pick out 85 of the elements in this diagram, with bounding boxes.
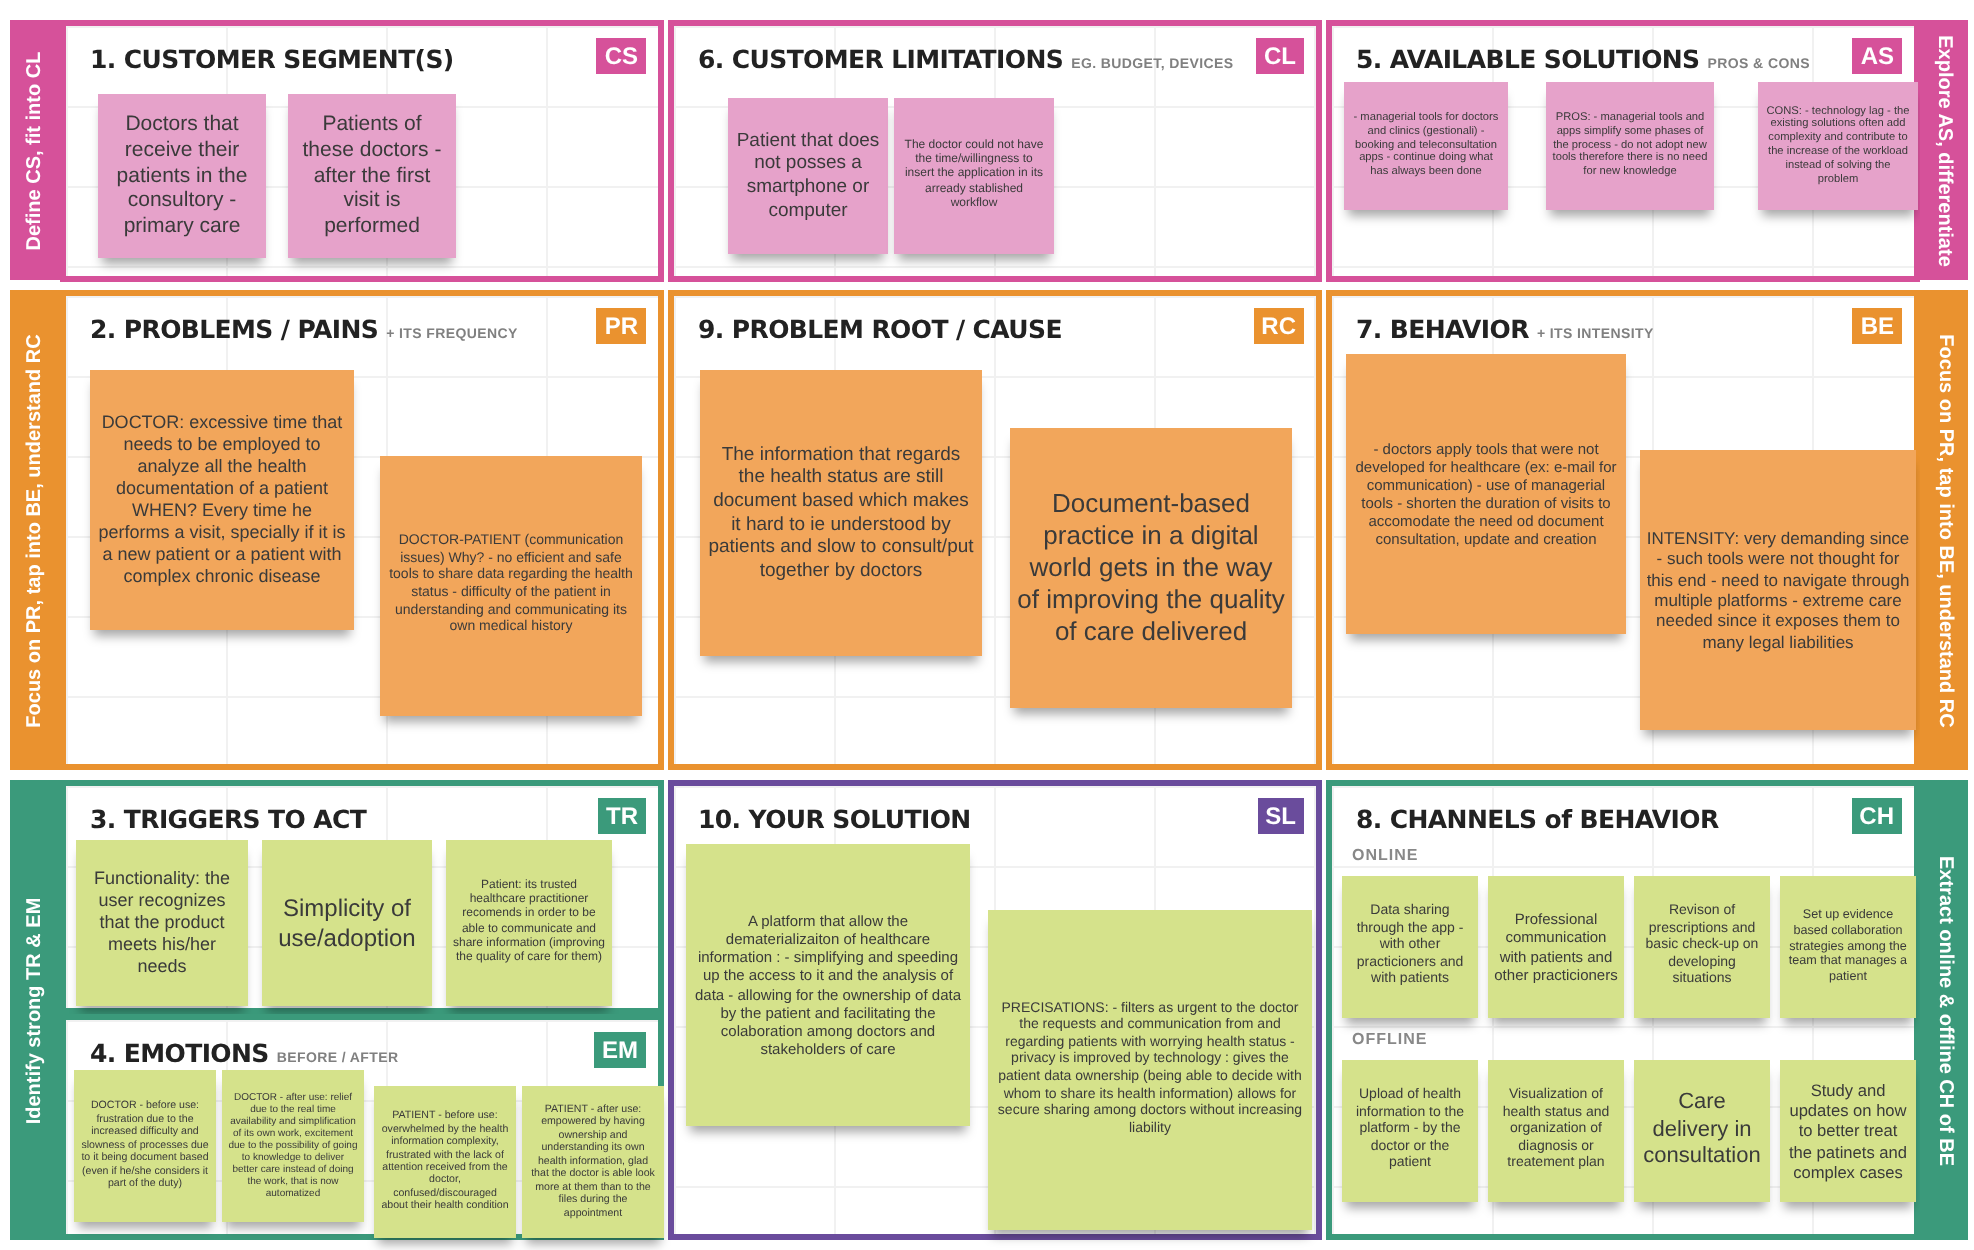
sticky-note (894, 98, 1054, 254)
section-heading: 3. TRIGGERS TO ACT (90, 804, 367, 834)
sticky-note (988, 910, 1312, 1230)
section-panel (60, 20, 664, 282)
sticky-note (76, 840, 248, 1006)
band-label: Explore AS, differentiate (1933, 34, 1955, 266)
side-band (10, 20, 60, 280)
note-text: Patients of these doctors - after the first visit is performed (300, 112, 444, 240)
section-code-badge: SL (1257, 798, 1304, 834)
section-code-badge: TR (598, 798, 646, 834)
sticky-note (1488, 1060, 1624, 1202)
note-text: Doctors that receive their patients in the consultory - primary care (114, 112, 250, 240)
section-code-badge: BE (1852, 308, 1902, 344)
sticky-note (1780, 1060, 1916, 1202)
group-heading: OFFLINE (1352, 1030, 1428, 1048)
section-code-badge: EM (594, 1032, 646, 1068)
band-label: Define CS, fit into CL (24, 50, 46, 250)
band-label: Extract online & offline CH of BE (1933, 855, 1955, 1165)
sticky-note (288, 94, 456, 258)
sticky-note (686, 844, 970, 1126)
section-heading: 8. CHANNELS of BEHAVIOR (1356, 804, 1719, 834)
section-panel (668, 20, 1322, 282)
sticky-note (1546, 82, 1714, 210)
sticky-note (1488, 876, 1624, 1018)
note-text: Simplicity of use/adoption (276, 893, 418, 953)
sticky-note (90, 370, 354, 630)
sticky-note (380, 456, 642, 716)
sticky-note (1342, 876, 1478, 1018)
band-label: Identify strong TR & EM (24, 896, 46, 1124)
sticky-note (1758, 82, 1918, 210)
sticky-note (374, 1086, 516, 1238)
note-text: Functionality: the user recognizes that the product meets his/her needs (91, 868, 233, 978)
note-text: DOCTOR: excessive time that needs to be employed to analyze all the health documentation of a patient WHEN? Every time he performs a visit, specially if it is a new patient or a patient with complex chronic disease (96, 412, 348, 588)
sticky-note (728, 98, 888, 254)
sticky-note (222, 1070, 364, 1222)
section-code-badge: PR (596, 308, 646, 344)
side-band (10, 780, 60, 1240)
sticky-note (700, 370, 982, 656)
section-panel (60, 780, 664, 1014)
sticky-note (1780, 876, 1916, 1018)
note-text: The information that regards the health status are still document based which makes it hard to ie understood by patients and slow to consult/put together by doctors (706, 443, 976, 583)
side-band (1920, 780, 1968, 1240)
section-panel (668, 290, 1322, 770)
section-heading: 10. YOUR SOLUTION (698, 804, 971, 834)
section-code-badge: CS (596, 38, 646, 74)
sticky-note (98, 94, 266, 258)
section-heading: 4. EMOTIONS (90, 1038, 269, 1068)
group-heading: ONLINE (1352, 846, 1419, 864)
sticky-note (1634, 1060, 1770, 1202)
note-text: Patient that does not posses a smartphone or computer (734, 129, 882, 223)
section-panel (1326, 290, 1920, 770)
sticky-note (1640, 450, 1916, 730)
section-heading: 2. PROBLEMS / PAINS (90, 314, 379, 344)
sticky-note (1010, 428, 1292, 708)
sticky-note (262, 840, 432, 1006)
note-text: Document-based practice in a digital world gets in the way of improving the quality of care delivered (1016, 488, 1286, 648)
section-heading: 7. BEHAVIOR (1356, 314, 1529, 344)
band-label: Focus on PR, tap into BE, understand RC (1933, 333, 1955, 727)
section-heading: 5. AVAILABLE SOLUTIONS (1356, 44, 1700, 74)
note-text: Care delivery in consultation (1641, 1090, 1763, 1172)
section-code-badge: AS (1852, 38, 1902, 74)
sticky-note (74, 1070, 216, 1222)
section-heading: 6. CUSTOMER LIMITATIONS (698, 44, 1064, 74)
section-panel (668, 780, 1322, 1240)
note-text: INTENSITY: very demanding since - such tools were not thought for this end - need to navigate through multiple platforms - extreme care needed since it exposes them to many legal liabilities (1646, 527, 1910, 653)
band-label: Focus on PR, tap into BE, understand RC (24, 333, 46, 727)
section-panel (1326, 780, 1920, 1240)
sticky-note (1634, 876, 1770, 1018)
side-band (10, 290, 60, 770)
section-panel (60, 1014, 664, 1240)
sticky-note (446, 840, 612, 1006)
note-text: Study and updates on how to better treat the patinets and complex cases (1786, 1080, 1910, 1182)
sticky-note (1344, 82, 1508, 210)
side-band (1920, 20, 1968, 280)
sticky-note (522, 1086, 664, 1238)
section-heading: 9. PROBLEM ROOT / CAUSE (698, 314, 1062, 344)
section-code-badge: CH (1851, 798, 1902, 834)
section-heading: 1. CUSTOMER SEGMENT(S) (90, 44, 454, 74)
sticky-note (1342, 1060, 1478, 1202)
side-band (1920, 290, 1968, 770)
section-code-badge: CL (1256, 38, 1304, 74)
sticky-note (1346, 354, 1626, 634)
section-panel (1326, 20, 1920, 282)
section-code-badge: RC (1253, 308, 1304, 344)
section-panel (60, 290, 664, 770)
